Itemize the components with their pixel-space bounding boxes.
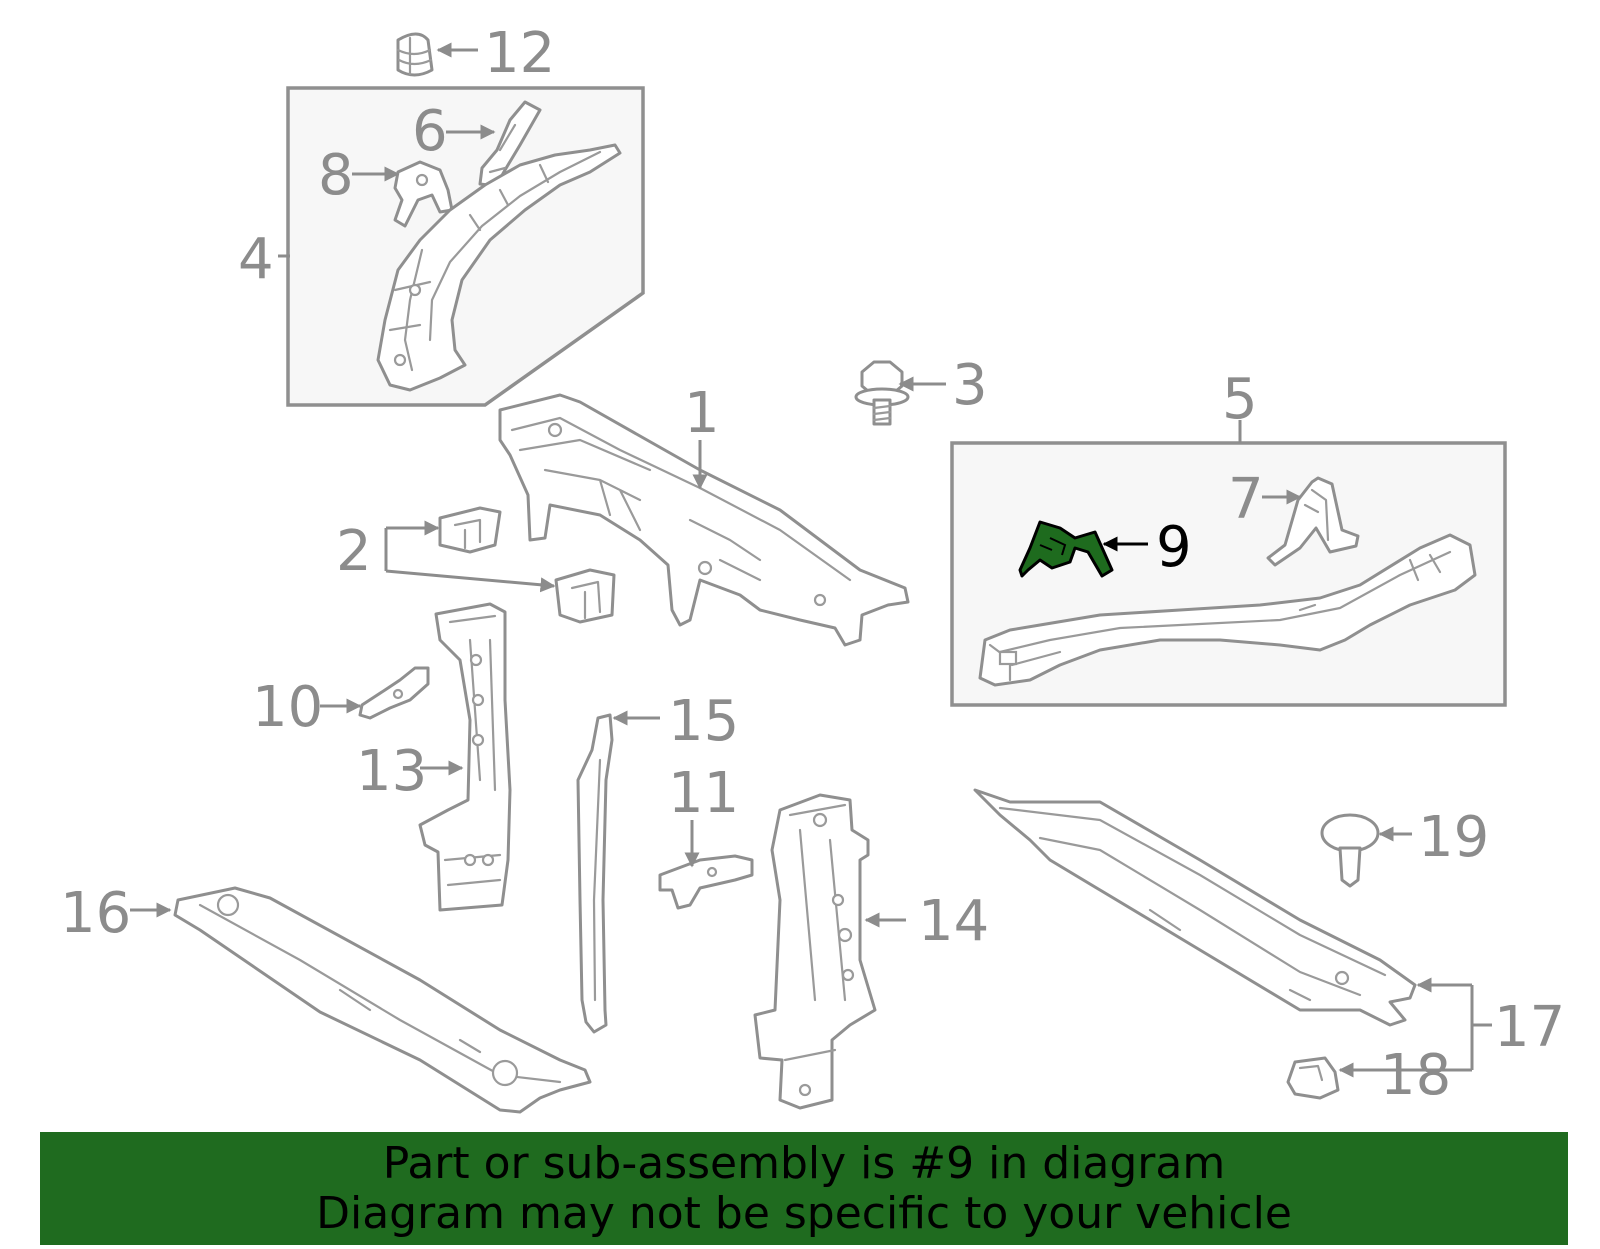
part-16-lower-tie-bar[interactable] (173, 886, 592, 1114)
info-banner: Part or sub-assembly is #9 in diagram Di… (40, 1132, 1568, 1245)
part-11-bracket[interactable] (658, 854, 754, 910)
part-8-bracket[interactable] (393, 160, 454, 228)
callout-12: 12 (484, 21, 555, 86)
part-13-side-support[interactable] (418, 602, 512, 912)
callout-4: 4 (238, 227, 274, 292)
part-7-bracket[interactable] (1266, 476, 1360, 567)
part-12-grommet[interactable] (396, 32, 434, 77)
callout-19: 19 (1418, 805, 1489, 870)
part-2-clip-lower[interactable] (554, 568, 616, 624)
callout-3: 3 (952, 353, 988, 418)
callout-6: 6 (412, 99, 448, 164)
part-9-bracket-highlighted[interactable] (1018, 520, 1114, 578)
part-17-lower-member[interactable] (973, 788, 1417, 1027)
banner-line-1: Part or sub-assembly is #9 in diagram (382, 1137, 1226, 1189)
callout-16: 16 (60, 881, 131, 946)
part-19-clip[interactable] (1320, 813, 1380, 888)
part-1-upper-support[interactable] (498, 393, 910, 647)
part-15-seal[interactable] (576, 713, 614, 1034)
callout-9: 9 (1156, 515, 1192, 580)
callout-18: 18 (1380, 1043, 1451, 1108)
banner-line-2: Diagram may not be specific to your vehi… (316, 1187, 1292, 1239)
part-18-nut[interactable] (1286, 1056, 1340, 1100)
callout-8: 8 (318, 143, 354, 208)
callout-10: 10 (252, 675, 323, 740)
callout-14: 14 (918, 889, 989, 954)
callout-7: 7 (1228, 467, 1264, 532)
callout-11: 11 (668, 761, 739, 826)
part-4-apron-arm[interactable] (376, 143, 622, 392)
part-3-bolt[interactable] (854, 360, 910, 426)
leader-lines (130, 42, 1492, 1078)
callout-17: 17 (1494, 995, 1565, 1060)
callout-2: 2 (336, 519, 372, 584)
callout-13: 13 (356, 739, 427, 804)
part-5-side-member[interactable] (978, 533, 1477, 687)
callout-1: 1 (684, 381, 720, 446)
part-14-side-support[interactable] (753, 793, 877, 1110)
part-2-clip-upper[interactable] (438, 506, 502, 554)
part-10-bracket[interactable] (358, 666, 430, 720)
callout-15: 15 (668, 689, 739, 754)
callout-5: 5 (1222, 367, 1258, 432)
